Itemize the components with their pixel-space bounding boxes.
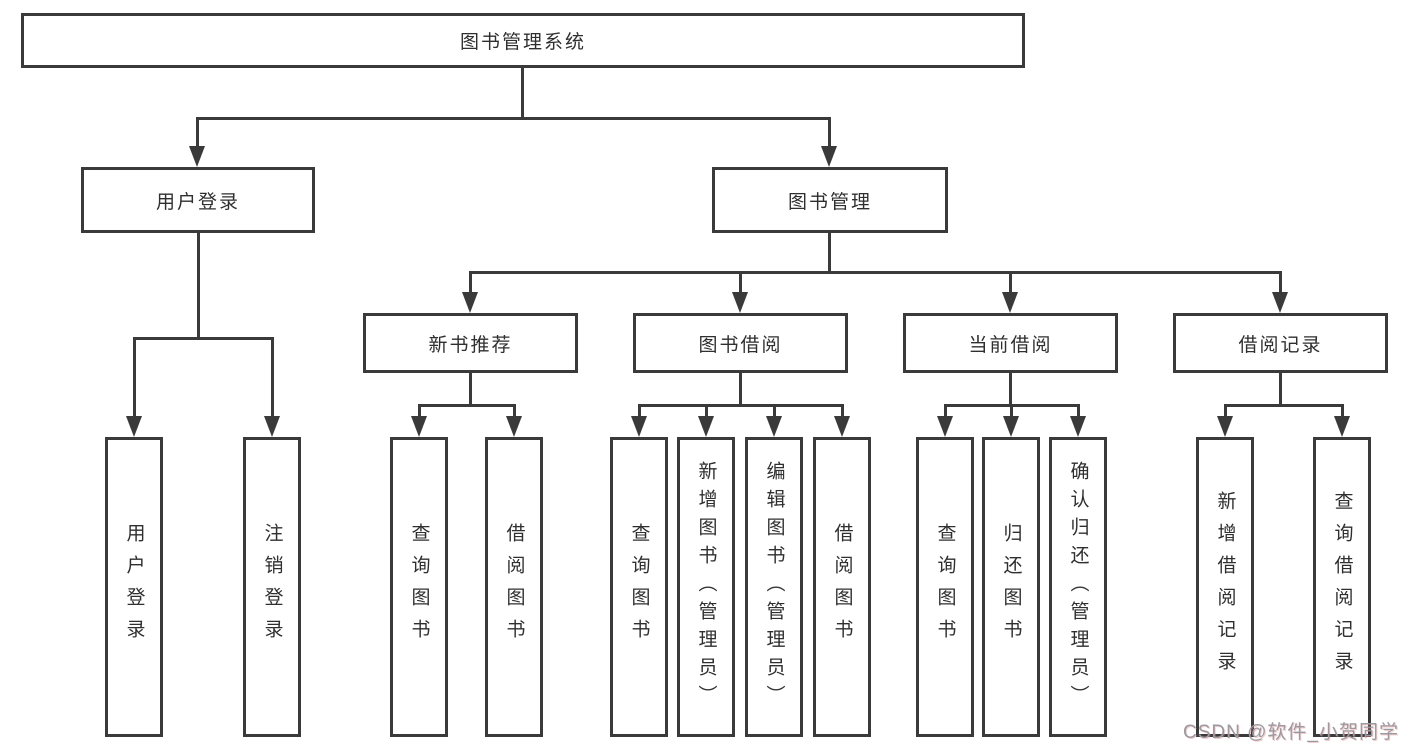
node-user-login-label: 用户登录 (155, 191, 240, 213)
leaf-borrowing-query-books-label: 查询图书 (628, 523, 650, 651)
leaf-records-add-record-label: 新增借阅记录 (1214, 491, 1236, 683)
connector-line (197, 233, 200, 340)
leaf-current-return-books-label: 归还图书 (1000, 523, 1022, 651)
arrowhead-icon (126, 416, 142, 437)
leaf-user-login: 用户登录 (105, 437, 163, 737)
connector-line (1341, 404, 1344, 418)
leaf-records-add-record: 新增借阅记录 (1196, 437, 1254, 737)
connector-line (638, 404, 641, 418)
connector-line (521, 68, 524, 119)
connector-line (513, 404, 516, 418)
leaf-borrowing-edit-books-admin-label: 编辑图书（管理员） (763, 461, 785, 713)
leaf-borrowing-query-books: 查询图书 (610, 437, 668, 737)
arrowhead-icon (1334, 416, 1350, 437)
arrowhead-icon (821, 146, 837, 167)
arrowhead-icon (462, 292, 478, 313)
connector-line (1279, 371, 1282, 407)
csdn-watermark: CSDN @软件_小贺同学 (1183, 722, 1399, 743)
leaf-current-confirm-return-admin: 确认归还（管理员） (1049, 437, 1107, 737)
connector-line (1224, 404, 1227, 418)
leaf-records-query-record-label: 查询借阅记录 (1331, 491, 1353, 683)
connector-line (1010, 404, 1013, 418)
connector-line (944, 404, 947, 418)
connector-line (828, 117, 831, 149)
node-new-book-recommend: 新书推荐 (363, 313, 578, 373)
node-book-management-label: 图书管理 (787, 191, 872, 213)
leaf-user-login-label: 用户登录 (123, 523, 145, 651)
arrowhead-icon (732, 292, 748, 313)
arrowhead-icon (506, 416, 522, 437)
leaf-records-query-record: 查询借阅记录 (1313, 437, 1371, 737)
arrowhead-icon (631, 416, 647, 437)
connector-line (841, 404, 844, 418)
connector-line (469, 371, 472, 407)
connector-line (739, 271, 742, 295)
connector-line (705, 404, 708, 418)
node-book-borrowing: 图书借阅 (633, 313, 848, 373)
connector-line (197, 117, 831, 120)
leaf-current-query-books-label: 查询图书 (934, 523, 956, 651)
arrowhead-icon (1002, 292, 1018, 313)
node-current-borrowing: 当前借阅 (903, 313, 1118, 373)
arrowhead-icon (1217, 416, 1233, 437)
node-root: 图书管理系统 (21, 13, 1025, 68)
connector-line (271, 337, 274, 419)
connector-line (638, 404, 843, 407)
leaf-current-query-books: 查询图书 (916, 437, 974, 737)
leaf-borrowing-borrow-books: 借阅图书 (813, 437, 871, 737)
leaf-recommend-query-books-label: 查询图书 (408, 523, 430, 651)
node-root-label: 图书管理系统 (459, 32, 586, 53)
connector-line (828, 233, 831, 273)
leaf-recommend-borrow-books-label: 借阅图书 (503, 523, 525, 651)
leaf-current-confirm-return-admin-label: 确认归还（管理员） (1067, 461, 1089, 713)
node-user-login: 用户登录 (81, 167, 315, 233)
leaf-logout-label: 注销登录 (261, 523, 283, 651)
connector-line (1279, 271, 1282, 295)
arrowhead-icon (937, 416, 953, 437)
connector-line (133, 337, 274, 340)
node-book-borrowing-label: 图书借阅 (698, 334, 783, 356)
leaf-logout: 注销登录 (243, 437, 301, 737)
arrowhead-icon (766, 416, 782, 437)
arrowhead-icon (1003, 416, 1019, 437)
connector-line (469, 271, 1281, 274)
arrowhead-icon (189, 146, 205, 167)
leaf-borrowing-borrow-books-label: 借阅图书 (831, 523, 853, 651)
arrowhead-icon (1070, 416, 1086, 437)
leaf-recommend-borrow-books: 借阅图书 (485, 437, 543, 737)
connector-line (418, 404, 421, 418)
connector-line (133, 337, 136, 419)
leaf-borrowing-add-books-admin-label: 新增图书（管理员） (695, 461, 717, 713)
arrowhead-icon (411, 416, 427, 437)
connector-line (773, 404, 776, 418)
node-book-management: 图书管理 (712, 167, 948, 233)
connector-line (1009, 371, 1012, 407)
connector-line (1077, 404, 1080, 418)
arrowhead-icon (698, 416, 714, 437)
node-current-borrowing-label: 当前借阅 (968, 334, 1053, 356)
leaf-recommend-query-books: 查询图书 (390, 437, 448, 737)
node-borrowing-records: 借阅记录 (1173, 313, 1388, 373)
connector-line (739, 371, 742, 407)
connector-line (1224, 404, 1343, 407)
node-borrowing-records-label: 借阅记录 (1238, 334, 1323, 356)
arrowhead-icon (264, 416, 280, 437)
node-new-book-recommend-label: 新书推荐 (428, 334, 513, 356)
connector-line (418, 404, 515, 407)
arrowhead-icon (834, 416, 850, 437)
leaf-borrowing-add-books-admin: 新增图书（管理员） (677, 437, 735, 737)
leaf-current-return-books: 归还图书 (982, 437, 1040, 737)
connector-line (469, 271, 472, 295)
arrowhead-icon (1272, 292, 1288, 313)
connector-line (1009, 271, 1012, 295)
leaf-borrowing-edit-books-admin: 编辑图书（管理员） (745, 437, 803, 737)
connector-line (196, 117, 199, 149)
